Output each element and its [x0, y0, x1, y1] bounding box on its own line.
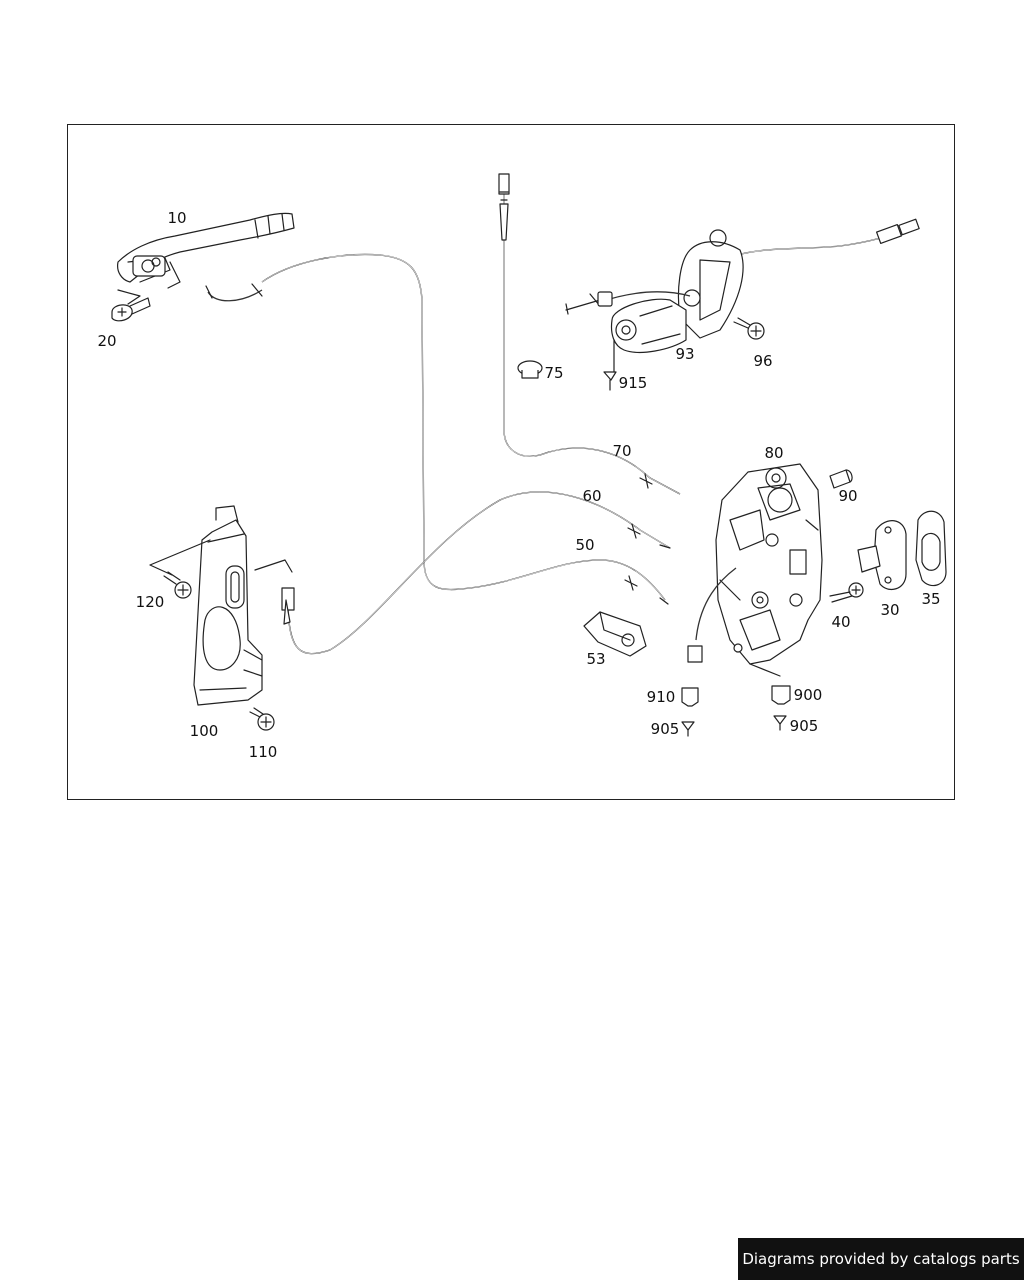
leader-line-120 [149, 539, 211, 576]
screw-part-96 [733, 317, 765, 340]
clip-part-905b [773, 715, 787, 731]
door-lock-part-80 [687, 463, 823, 677]
clip-part-915 [603, 339, 617, 391]
part-label-120: 120 [136, 593, 165, 611]
part-label-110: 110 [249, 743, 278, 761]
plug-part-75 [517, 360, 543, 379]
door-handle-part [117, 212, 295, 305]
part-label-80: 80 [764, 444, 783, 462]
leader-line-100 [254, 559, 293, 573]
screw-part-40 [829, 582, 864, 603]
part-label-905b: 905 [790, 717, 819, 735]
part-label-93: 93 [675, 345, 694, 363]
screw-part-90 [829, 469, 853, 489]
part-label-96: 96 [753, 352, 772, 370]
part-label-35: 35 [921, 590, 940, 608]
connector-part-900 [771, 685, 791, 705]
part-label-70: 70 [612, 442, 631, 460]
screw-part-110 [249, 707, 275, 731]
part-label-20: 20 [97, 332, 116, 350]
plate-part-35 [915, 510, 947, 587]
actuator-part-93 [565, 218, 920, 353]
credit-banner: Diagrams provided by catalogs parts [738, 1238, 1024, 1280]
part-label-40: 40 [831, 613, 850, 631]
part-label-60: 60 [582, 487, 601, 505]
cable-group [205, 173, 681, 655]
clip-part-905a [681, 721, 695, 737]
part-label-75: 75 [544, 364, 563, 382]
screw-part-20 [111, 297, 151, 322]
part-label-100: 100 [190, 722, 219, 740]
part-label-30: 30 [880, 601, 899, 619]
part-label-910: 910 [647, 688, 676, 706]
part-label-53: 53 [586, 650, 605, 668]
screw-part-120 [163, 571, 192, 599]
part-label-900: 900 [794, 686, 823, 704]
striker-part-30 [857, 520, 907, 591]
part-label-50: 50 [575, 536, 594, 554]
part-label-915: 915 [619, 374, 648, 392]
part-label-90: 90 [838, 487, 857, 505]
clip-part-53 [583, 611, 647, 657]
connector-part-910 [681, 687, 699, 707]
inner-handle-part [193, 505, 263, 706]
part-label-10: 10 [167, 209, 186, 227]
part-labels: 10 20 75 93 96 915 70 80 90 60 50 120 40 30 35 53 910 900… [97, 209, 940, 761]
credit-text: Diagrams provided by catalogs parts [742, 1250, 1020, 1268]
part-label-905a: 905 [651, 720, 680, 738]
